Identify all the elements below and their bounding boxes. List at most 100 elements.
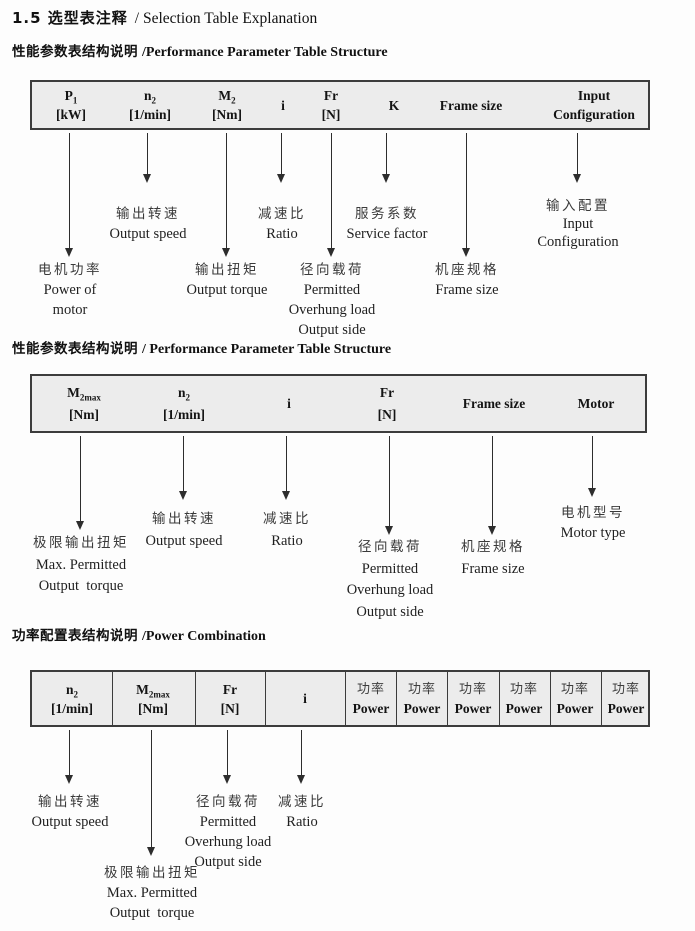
label-line-en: Configuration xyxy=(537,234,619,250)
label-line-zh: 径向载荷 xyxy=(299,262,364,278)
label-line-en: Output speed xyxy=(145,532,223,549)
down-arrow-icon xyxy=(142,133,151,183)
label-line-en: Ratio xyxy=(266,226,298,242)
cell-line: Power xyxy=(607,700,645,716)
cell-line: M2 xyxy=(218,88,236,106)
section2-header-en: / Performance Parameter Table Structure xyxy=(142,342,392,357)
label-line-zh: 电机功率 xyxy=(38,262,102,278)
down-arrow-icon xyxy=(64,730,73,784)
label-line-zh: 输出扭矩 xyxy=(194,262,259,278)
cell-line-zh: 功率 xyxy=(458,681,488,697)
label-line-zh: 输入配置 xyxy=(545,198,610,214)
table3-col-power-4: 功率 Power xyxy=(506,672,543,725)
label-line-en: Max. Permitted xyxy=(35,556,127,573)
table2-col-n2: n2 [1/min] xyxy=(163,376,205,431)
cell-line: [1/min] xyxy=(163,407,205,422)
label-overhung-load: 径向载荷 Permitted Overhung load Output side xyxy=(185,792,272,872)
label-line-en: Input xyxy=(562,216,594,232)
column-divider xyxy=(265,672,266,725)
section2-header-zh: 性能参数表结构说明 xyxy=(12,341,138,357)
cell-line: [N] xyxy=(377,407,397,422)
cell-line: i xyxy=(281,97,285,113)
label-line-en: Power of xyxy=(43,282,97,298)
cell-line: [N] xyxy=(321,107,341,122)
label-ratio: 减速比 Ratio xyxy=(258,204,306,244)
label-max-output-torque: 极限输出扭矩 Max. Permitted Output torque xyxy=(104,863,200,923)
down-arrow-icon xyxy=(221,133,230,257)
label-motor-type: 电机型号 Motor type xyxy=(561,503,626,543)
section1-header-zh: 性能参数表结构说明 xyxy=(12,44,138,60)
label-line-en: Ratio xyxy=(271,532,303,549)
label-output-torque: 输出扭矩 Output torque xyxy=(187,260,268,300)
label-output-speed: 输出转速 Output speed xyxy=(32,792,109,832)
table2-performance-parameter-header: M2max [Nm] n2 [1/min] i Fr [N] Frame siz… xyxy=(30,374,647,433)
cell-line: [Nm] xyxy=(138,700,168,716)
cell-line: Input xyxy=(577,88,611,103)
label-line-en: Motor type xyxy=(560,525,626,541)
label-line-zh: 径向载荷 xyxy=(357,539,422,555)
cell-line: [Nm] xyxy=(69,407,99,422)
cell-line: Power xyxy=(454,700,492,716)
down-arrow-icon xyxy=(296,730,305,784)
cell-line: Frame size xyxy=(462,396,526,411)
page-title: 1.5 选型表注释 / Selection Table Explanation xyxy=(12,7,317,28)
cell-line: M2max xyxy=(136,681,170,700)
label-line-zh: 极限输出扭矩 xyxy=(33,535,129,551)
label-output-speed: 输出转速 Output speed xyxy=(110,204,187,244)
cell-line: Configuration xyxy=(553,107,635,122)
table1-performance-parameter-header: P1 [kW] n2 [1/min] M2 [Nm] i Fr [N] K Fr… xyxy=(30,80,650,130)
label-ratio: 减速比 Ratio xyxy=(278,792,326,832)
label-line-en: Output speed xyxy=(31,814,109,830)
table3-power-combination-header: n2 [1/min] M2max [Nm] Fr [N] i 功率 Power … xyxy=(30,670,650,727)
label-max-output-torque: 极限输出扭矩 Max. Permitted Output torque xyxy=(33,533,129,598)
table3-col-power-3: 功率 Power xyxy=(455,672,492,725)
cell-line: Frame size xyxy=(439,97,503,113)
cell-line-zh: 功率 xyxy=(356,681,386,697)
label-frame-size: 机座规格 Frame size xyxy=(461,537,525,580)
column-divider xyxy=(345,672,346,725)
table1-col-fr: Fr [N] xyxy=(322,82,341,128)
label-line-en: Overhung load xyxy=(346,582,434,598)
label-line-en: Output torque xyxy=(109,905,195,921)
label-line-en: Overhung load xyxy=(288,302,376,318)
cell-line: Power xyxy=(505,700,543,716)
cell-line-zh: 功率 xyxy=(560,681,590,697)
label-line-en: motor xyxy=(52,302,88,318)
cell-line: Fr xyxy=(379,385,395,400)
label-line-en: Output side xyxy=(356,603,424,620)
down-arrow-icon xyxy=(381,133,390,183)
label-service-factor: 服务系数 Service factor xyxy=(347,204,428,244)
down-arrow-icon xyxy=(487,436,496,535)
page-title-zh: 1.5 选型表注释 xyxy=(12,9,128,27)
down-arrow-icon xyxy=(75,436,84,530)
table1-col-p1: P1 [kW] xyxy=(56,82,86,128)
label-line-zh: 输出转速 xyxy=(115,206,180,222)
down-arrow-icon xyxy=(64,133,73,257)
label-line-zh: 输出转速 xyxy=(151,511,216,527)
down-arrow-icon xyxy=(276,133,285,183)
table2-col-i: i xyxy=(287,376,291,431)
label-line-en: Max. Permitted xyxy=(106,885,198,901)
label-line-en: Output torque xyxy=(186,282,268,298)
cell-line: Power xyxy=(556,700,594,716)
cell-line: [kW] xyxy=(56,107,86,122)
table3-col-power-1: 功率 Power xyxy=(353,672,390,725)
label-line-en: Ratio xyxy=(286,814,318,830)
cell-line: Power xyxy=(352,700,390,716)
label-line-zh: 极限输出扭矩 xyxy=(104,865,200,881)
label-line-zh: 机座规格 xyxy=(435,262,499,278)
cell-line-zh: 功率 xyxy=(611,681,641,697)
label-line-zh: 减速比 xyxy=(263,511,311,527)
label-line-en: Frame size xyxy=(435,282,499,298)
cell-line: [1/min] xyxy=(51,700,93,716)
label-line-en: Overhung load xyxy=(184,834,272,850)
table3-col-fr: Fr [N] xyxy=(221,672,240,725)
label-overhung-load: 径向载荷 Permitted Overhung load Output side xyxy=(289,260,376,340)
label-overhung-load: 径向载荷 Permitted Overhung load Output side xyxy=(347,537,434,623)
label-line-zh: 减速比 xyxy=(278,794,326,810)
label-line-zh: 减速比 xyxy=(258,206,306,222)
label-line-en: Output torque xyxy=(38,578,124,594)
cell-line-zh: 功率 xyxy=(509,681,539,697)
down-arrow-icon xyxy=(587,436,596,497)
